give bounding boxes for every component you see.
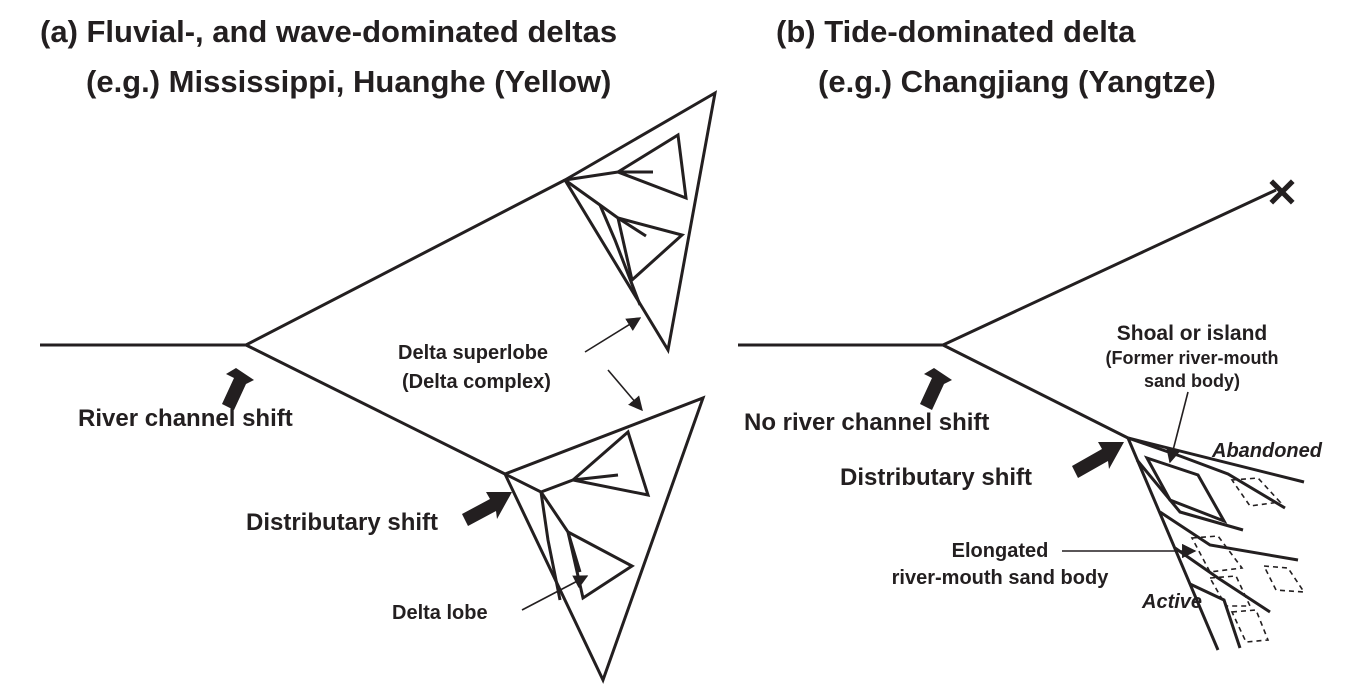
elongated-label-line2: river-mouth sand body (892, 567, 1110, 589)
active-channel-1 (1159, 510, 1299, 562)
lower-superlobe (502, 395, 706, 684)
lower-distributary-3 (539, 491, 562, 601)
distributary-shift-arrow-a (462, 492, 512, 526)
shoal-pointer (1166, 391, 1189, 464)
abandoned-sandbody-1 (1230, 477, 1282, 507)
panel-a-title-line1: (a) Fluvial-, and wave-dominated deltas (40, 14, 617, 49)
upper-distributary-2 (564, 178, 647, 238)
delta-lobe-pointer (521, 575, 589, 611)
upper-distributary-3 (598, 204, 642, 306)
superlobe-pointer-down (607, 369, 643, 412)
lower-distributary-1 (504, 472, 619, 494)
abandoned-marker-icon: ✕ (1265, 172, 1299, 216)
active-channel (942, 343, 1129, 440)
upper-lobe-1 (614, 132, 688, 201)
no-river-channel-shift-arrow (920, 368, 952, 410)
upper-superlobe (562, 90, 718, 355)
lower-lobe-2 (565, 529, 635, 601)
no-river-channel-shift-label: No river channel shift (744, 409, 989, 436)
active-label: Active (1141, 591, 1202, 613)
superlobe-pointer-up (584, 317, 642, 353)
active-sandbody-1 (1190, 535, 1244, 573)
abandoned-channel-lower (1135, 459, 1244, 532)
distributary-shift-arrow-b (1072, 442, 1124, 478)
distributary-shift-label-b: Distributary shift (840, 464, 1032, 491)
shoal-label-line1: Shoal or island (1117, 322, 1268, 345)
panel-b-diagram (738, 188, 1306, 651)
river-channel-upper (40, 178, 566, 347)
panel-a-diagram (40, 90, 718, 684)
lower-distributary-2 (539, 491, 582, 573)
shoal-label-line3: sand body) (1144, 371, 1240, 391)
panel-a-title-line2: (e.g.) Mississippi, Huanghe (Yellow) (86, 64, 611, 99)
panel-b-title-line1: (b) Tide-dominated delta (776, 14, 1136, 49)
active-sandbody-2 (1262, 565, 1306, 593)
lower-lobe-1 (569, 429, 651, 497)
distributary-shift-label-a: Distributary shift (246, 509, 438, 536)
river-channel-shift-arrow (222, 368, 254, 410)
river-channel-shift-label: River channel shift (78, 405, 293, 432)
upper-lobe-2 (615, 215, 686, 283)
delta-complex-label: (Delta complex) (402, 371, 551, 393)
active-channel-3 (1189, 582, 1242, 649)
elongated-label-line1: Elongated (952, 540, 1049, 562)
shoal-label-line2: (Former river-mouth (1105, 348, 1278, 368)
delta-lobe-label: Delta lobe (392, 602, 488, 624)
funnel-lower-edge (1126, 437, 1220, 651)
delta-superlobe-label: Delta superlobe (398, 342, 548, 364)
upper-distributary-1 (564, 170, 653, 182)
funnel-upper-edge (1127, 436, 1305, 484)
shoal-island (1143, 455, 1228, 524)
river-channel-lower (245, 343, 506, 476)
active-sandbody-3 (1208, 575, 1252, 607)
panel-b-title-line2: (e.g.) Changjiang (Yangtze) (818, 64, 1216, 99)
active-sandbody-4 (1230, 609, 1270, 643)
abandoned-channel-upper (1127, 436, 1286, 510)
abandoned-label: Abandoned (1211, 440, 1323, 462)
